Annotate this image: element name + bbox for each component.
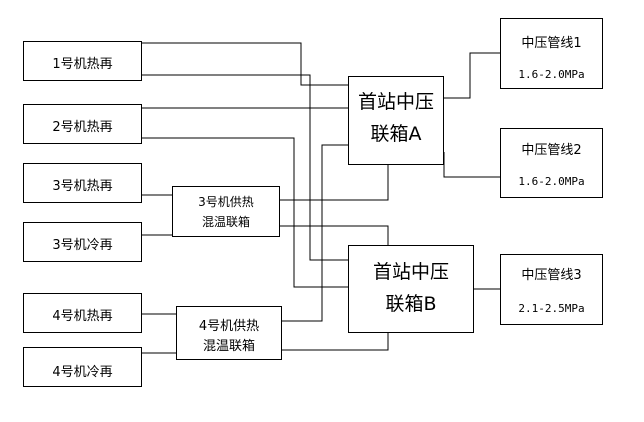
line-unit1-to-header-b — [142, 74, 348, 261]
line-mixer3-to-header-a — [280, 165, 389, 201]
line-unit1-to-header-a — [142, 42, 348, 86]
line-mixer3-to-header-b — [280, 225, 389, 245]
pipe-1-name: 中压管线1 — [521, 36, 582, 51]
mixer-unit4: 4号机供热 混温联箱 — [176, 306, 282, 360]
pipe-1-range: 1.6-2.0MPa — [518, 68, 585, 81]
line-unit2-to-header-b — [142, 137, 348, 288]
header-b-line1: 首站中压 — [372, 261, 449, 283]
header-a-line1: 首站中压 — [357, 91, 434, 113]
line-mixer4-to-header-a — [282, 144, 348, 322]
pipe-2-range: 1.6-2.0MPa — [518, 175, 585, 188]
mixer-unit3-line2: 混温联箱 — [201, 215, 250, 229]
source-unit1-hot-label: 1号机热再 — [52, 57, 113, 72]
pipe-3-range: 2.1-2.5MPa — [518, 302, 585, 315]
source-unit4-hot: 4号机热再 — [23, 293, 142, 333]
pipe-3: 中压管线3 2.1-2.5MPa — [500, 254, 603, 325]
mixer-unit3: 3号机供热 混温联箱 — [172, 186, 280, 237]
source-unit4-hot-label: 4号机热再 — [52, 309, 113, 324]
source-unit2-hot: 2号机热再 — [23, 104, 142, 144]
pipe-1: 中压管线1 1.6-2.0MPa — [500, 18, 603, 89]
source-unit3-cold: 3号机冷再 — [23, 222, 142, 262]
header-b: 首站中压 联箱B — [348, 245, 474, 333]
line-header-a-to-pipe2 — [443, 152, 500, 178]
pipe-2-name: 中压管线2 — [521, 143, 582, 158]
pipe-2: 中压管线2 1.6-2.0MPa — [500, 128, 603, 198]
pipe-3-name: 中压管线3 — [521, 268, 582, 283]
header-a-line2: 联箱A — [370, 123, 422, 145]
source-unit2-hot-label: 2号机热再 — [52, 120, 113, 135]
source-unit1-hot: 1号机热再 — [23, 41, 142, 81]
header-b-line2: 联箱B — [385, 293, 437, 315]
source-unit3-hot: 3号机热再 — [23, 163, 142, 203]
mixer-unit4-line1: 4号机供热 — [198, 319, 260, 334]
header-a: 首站中压 联箱A — [348, 76, 444, 165]
source-unit3-hot-label: 3号机热再 — [52, 179, 113, 194]
source-unit4-cold-label: 4号机冷再 — [52, 365, 113, 380]
mixer-unit4-line2: 混温联箱 — [202, 339, 255, 354]
mixer-unit3-line1: 3号机供热 — [198, 195, 254, 209]
line-mixer4-to-header-b — [282, 333, 389, 351]
line-header-a-to-pipe1 — [444, 52, 500, 99]
source-unit4-cold: 4号机冷再 — [23, 347, 142, 387]
source-unit3-cold-label: 3号机冷再 — [52, 238, 113, 253]
